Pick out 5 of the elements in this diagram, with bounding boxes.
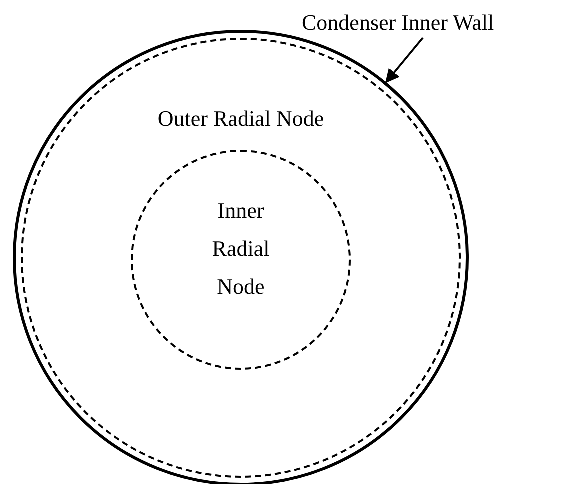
node-label: Inner Radial Node: [211, 197, 271, 301]
node-label: Outer Radial Node: [158, 106, 324, 132]
inner-node-circle: [131, 150, 351, 370]
wall-label: Condenser Inner Wall: [302, 10, 494, 36]
leader-arrow: [385, 37, 424, 84]
